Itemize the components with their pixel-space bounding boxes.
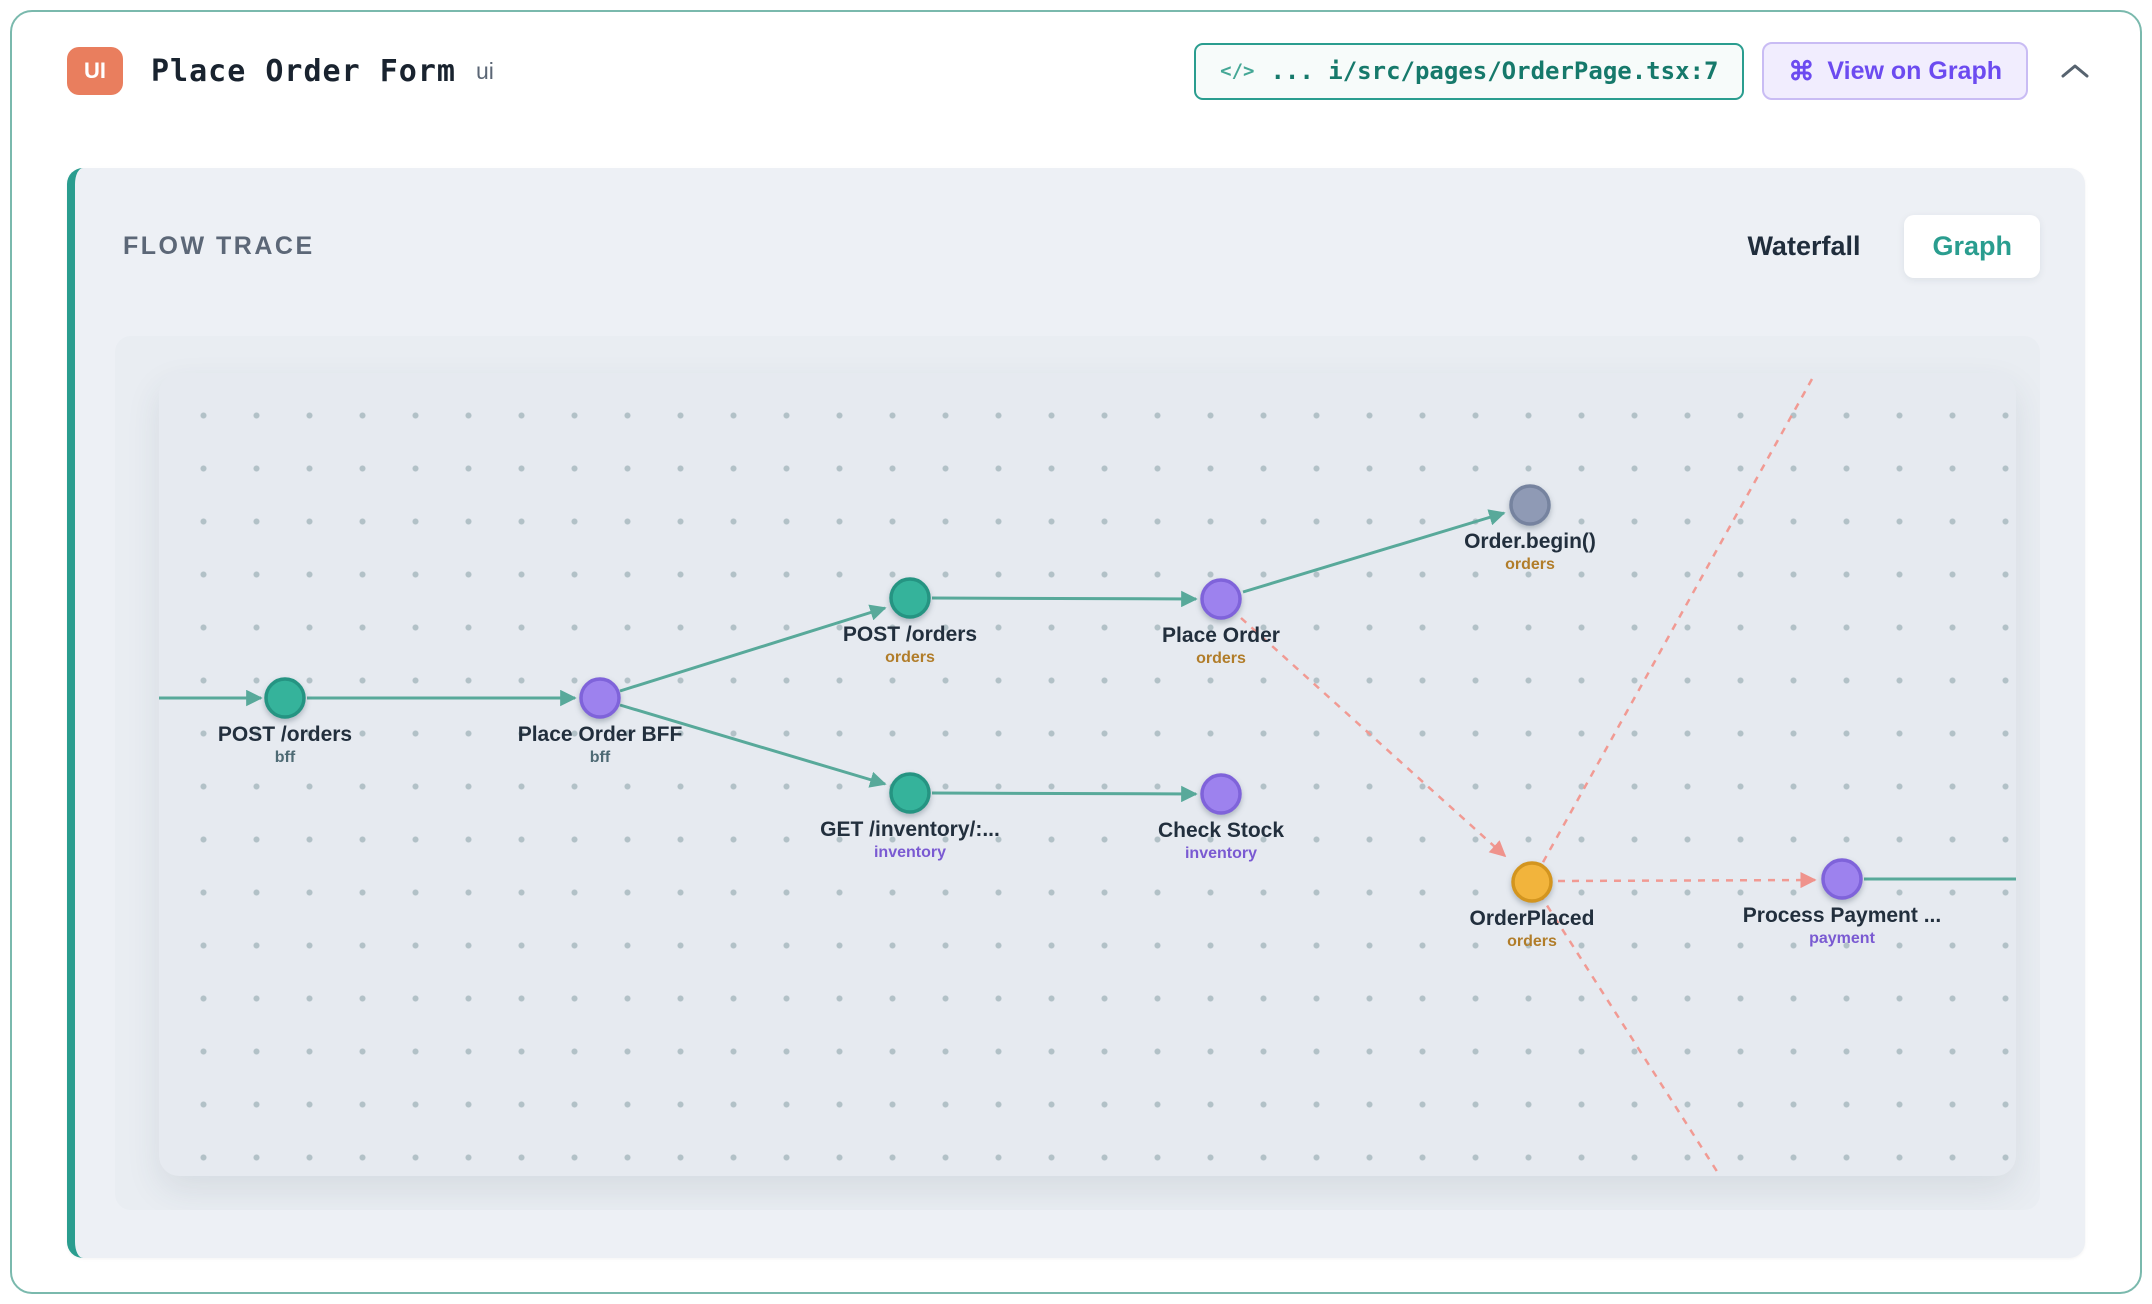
flow-node-orderplaced[interactable]: OrderPlaced orders (1470, 861, 1595, 950)
flow-edge (619, 604, 887, 693)
node-circle-amber[interactable] (1511, 861, 1553, 903)
node-service-label: bff (590, 749, 611, 766)
code-icon: </> (1220, 60, 1255, 82)
flow-trace-header: FLOW TRACE Waterfall Graph (115, 212, 2040, 280)
node-service-label: orders (1196, 650, 1246, 667)
flow-node-post-orders[interactable]: POST /orders bff (218, 677, 352, 766)
view-on-graph-button[interactable]: ⌘ View on Graph (1762, 42, 2028, 100)
flow-edge-async (1530, 881, 1720, 1174)
flow-node-order-begin[interactable]: Order.begin() orders (1464, 484, 1596, 573)
node-label: Place Order (1162, 624, 1280, 647)
flow-edge (931, 785, 1198, 803)
flow-node-place-order[interactable]: Place Order orders (1162, 578, 1280, 667)
node-circle-teal[interactable] (264, 677, 306, 719)
source-path: ... i/src/pages/OrderPage.tsx:7 (1270, 57, 1719, 85)
collapse-chevron-up-icon[interactable] (2060, 62, 2090, 80)
node-circle-gray[interactable] (1509, 484, 1551, 526)
graph-icon: ⌘ (1788, 56, 1815, 86)
header: UI Place Order Form ui </> ... i/src/pag… (12, 12, 2140, 130)
node-service-label: orders (885, 649, 935, 666)
node-circle-purple[interactable] (579, 677, 621, 719)
flow-node-check-stock[interactable]: Check Stock inventory (1158, 773, 1284, 862)
node-service-label: orders (1507, 933, 1557, 950)
flow-node-process-payment[interactable]: Process Payment ... payment (1743, 858, 1941, 947)
flow-node-place-order-bff[interactable]: Place Order BFF bff (518, 677, 683, 766)
tab-graph[interactable]: Graph (1904, 214, 2040, 278)
graph-card (159, 373, 2016, 1176)
node-label: Order.begin() (1464, 530, 1596, 553)
ui-type-badge: UI (67, 47, 123, 95)
flow-edge-async (1557, 871, 1817, 889)
flow-edge-async (1530, 378, 1814, 883)
node-service-label: orders (1505, 556, 1555, 573)
node-service-label: bff (275, 749, 296, 766)
flow-node-post-orders[interactable]: POST /orders orders (843, 577, 977, 666)
tab-waterfall[interactable]: Waterfall (1747, 230, 1861, 261)
flow-edge (1242, 509, 1506, 594)
flow-edge (619, 703, 887, 788)
node-circle-teal[interactable] (889, 577, 931, 619)
page-subtitle: ui (475, 57, 494, 84)
view-on-graph-label: View on Graph (1827, 56, 2002, 85)
node-label: GET /inventory/:... (820, 818, 1000, 841)
node-service-label: inventory (874, 844, 946, 861)
view-toggle: Waterfall Graph (1747, 214, 2040, 278)
page-title: Place Order Form (151, 53, 456, 89)
node-label: Check Stock (1158, 819, 1284, 842)
flow-edge (931, 590, 1198, 608)
node-service-label: inventory (1185, 845, 1257, 862)
node-label: OrderPlaced (1470, 907, 1595, 930)
node-circle-teal[interactable] (889, 772, 931, 814)
source-path-chip[interactable]: </> ... i/src/pages/OrderPage.tsx:7 (1194, 42, 1745, 100)
node-label: Place Order BFF (518, 723, 683, 746)
node-label: POST /orders (843, 623, 977, 646)
node-service-label: payment (1809, 930, 1875, 947)
node-label: Process Payment ... (1743, 904, 1941, 927)
node-circle-purple[interactable] (1821, 858, 1863, 900)
flow-edge-async (1240, 617, 1507, 858)
node-circle-purple[interactable] (1200, 773, 1242, 815)
flow-trace-panel: FLOW TRACE Waterfall Graph POST /orders b… (67, 168, 2085, 1258)
flow-trace-title: FLOW TRACE (123, 231, 315, 260)
node-circle-purple[interactable] (1200, 578, 1242, 620)
app-window: UI Place Order Form ui </> ... i/src/pag… (10, 10, 2142, 1294)
node-label: POST /orders (218, 723, 352, 746)
flow-node-get-inventory[interactable]: GET /inventory/:... inventory (820, 772, 1000, 861)
